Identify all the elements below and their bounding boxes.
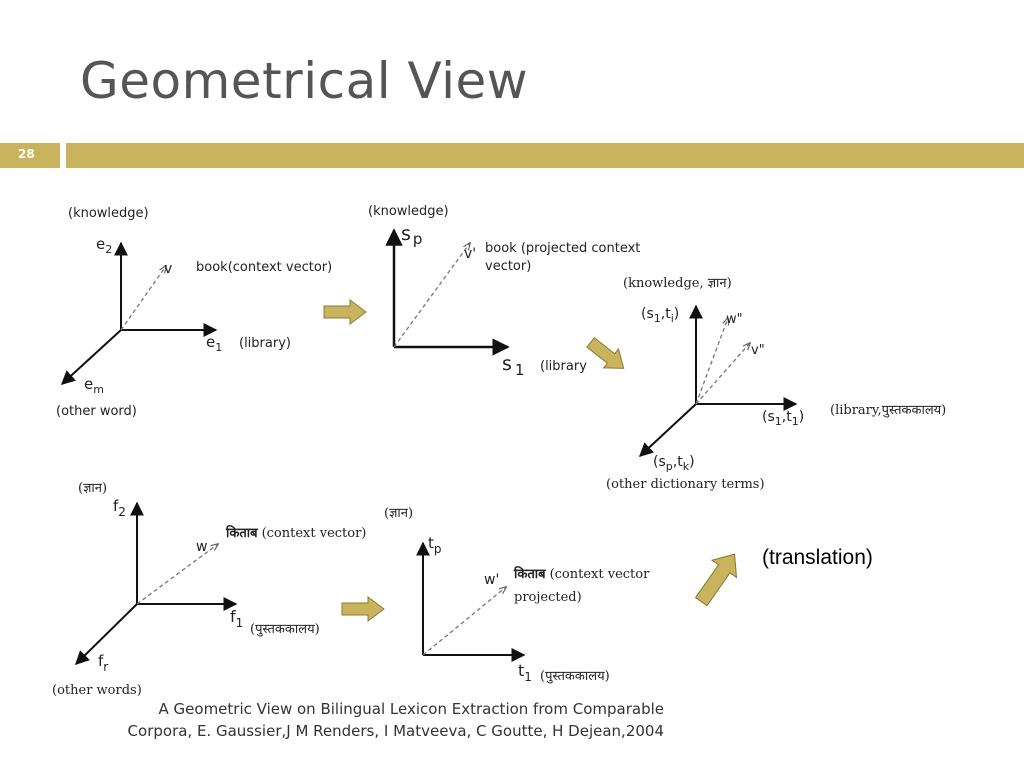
t1-caption: (पुस्तककालय) bbox=[540, 669, 610, 684]
d4-vector-caption: किताब(context vector) bbox=[225, 525, 366, 541]
d5-vector-caption-2: projected) bbox=[514, 590, 582, 605]
diagram-bilingual-space: (knowledge, ज्ञान) (s1,ti) w" v" (s1,t1)… bbox=[606, 276, 946, 492]
diagram-original-space: (knowledge) e2 v book(context vector) e1… bbox=[56, 206, 332, 419]
citation-line-1: A Geometric View on Bilingual Lexicon Ex… bbox=[158, 700, 664, 718]
em-label: em bbox=[84, 375, 104, 396]
d2-axis-y-label: (knowledge) bbox=[368, 204, 449, 219]
d3-right-caption: (library,पुस्तककालय) bbox=[830, 403, 946, 418]
fr-caption: (other words) bbox=[52, 683, 142, 698]
slide-title: Geometrical View bbox=[80, 52, 529, 110]
s1-ti-label: (s1,ti) bbox=[641, 306, 679, 325]
w-double-prime-label: w" bbox=[726, 312, 743, 327]
w-vector-label: w bbox=[196, 539, 207, 555]
header-accent-bar bbox=[66, 143, 1024, 168]
slide-number: 28 bbox=[18, 147, 35, 161]
block-arrow-right-1 bbox=[323, 299, 367, 325]
d2-vector-caption-1: book (projected context bbox=[485, 241, 640, 256]
translation-label: (translation) bbox=[762, 546, 873, 569]
slide-number-bar: 28 bbox=[0, 143, 60, 168]
em-caption: (other word) bbox=[56, 404, 137, 419]
context-vector-w bbox=[136, 544, 218, 605]
w-prime-label: w' bbox=[484, 572, 499, 588]
axis-sp-tk bbox=[638, 403, 697, 457]
block-arrow-diagonal-down bbox=[586, 337, 625, 369]
d4-axis-y-label: (ज्ञान) bbox=[78, 481, 107, 496]
tp-label: tp bbox=[428, 534, 442, 556]
e1-caption: (library) bbox=[239, 336, 291, 351]
d5-vector-caption-1: किताब(context vector bbox=[513, 566, 650, 582]
v-double-prime-label: v" bbox=[751, 343, 765, 358]
v-vector-label: v bbox=[164, 261, 172, 277]
v-prime-label: v' bbox=[464, 246, 476, 262]
f2-label: f2 bbox=[113, 497, 126, 519]
block-arrow-diagonal-up bbox=[694, 553, 738, 607]
d3-bottom-caption: (other dictionary terms) bbox=[606, 477, 765, 492]
diagram-target-projected: (ज्ञान) tp w' किताब(context vector proje… bbox=[384, 506, 650, 684]
d3-axis-y-label: (knowledge, ज्ञान) bbox=[623, 276, 732, 291]
e1-label: e1 bbox=[206, 333, 222, 354]
citation-caption: A Geometric View on Bilingual Lexicon Ex… bbox=[60, 698, 664, 742]
d1-vector-caption: book(context vector) bbox=[196, 260, 332, 275]
projected-vector-w bbox=[422, 587, 506, 656]
axis-em bbox=[60, 329, 122, 385]
d2-vector-caption-2: vector) bbox=[485, 259, 531, 274]
s1-t1-label: (s1,t1) bbox=[762, 409, 804, 428]
block-arrow-right-2 bbox=[341, 596, 385, 622]
f1-label: f1 bbox=[230, 607, 243, 630]
axis-fr bbox=[75, 603, 138, 665]
citation-line-2: Corpora, E. Gaussier,J M Renders, I Matv… bbox=[127, 722, 664, 740]
projected-vector-v bbox=[393, 243, 470, 348]
vector-w-double-prime bbox=[695, 318, 728, 405]
s1-caption: (library bbox=[540, 359, 587, 374]
diagram-target-space: (ज्ञान) f2 w किताब(context vector) f1 (प… bbox=[52, 481, 366, 698]
d5-axis-y-label: (ज्ञान) bbox=[384, 506, 413, 521]
context-vector-v bbox=[120, 266, 166, 331]
f1-caption: (पुस्तककालय) bbox=[250, 622, 320, 637]
vector-v-double-prime bbox=[695, 343, 750, 405]
e2-label: e2 bbox=[96, 235, 112, 256]
fr-label: fr bbox=[98, 652, 108, 674]
t1-label: t1 bbox=[518, 661, 532, 684]
sp-tk-label: (sp,tk) bbox=[653, 454, 695, 473]
d1-axis-y-label: (knowledge) bbox=[68, 206, 149, 221]
